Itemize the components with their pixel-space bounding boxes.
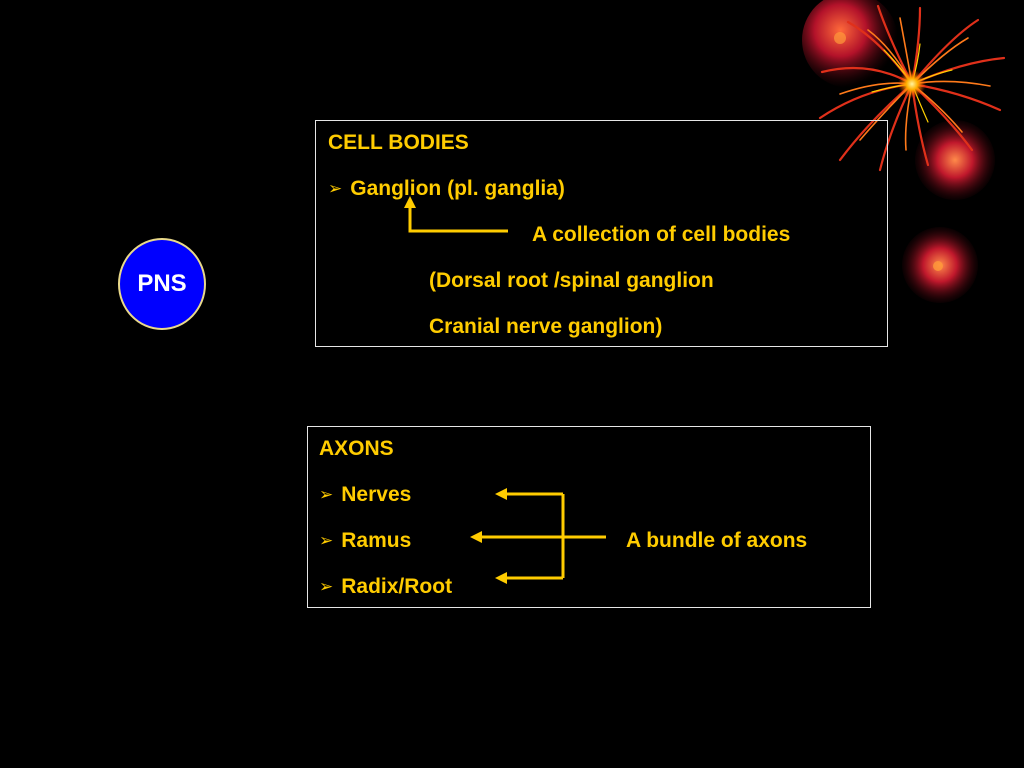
cell-bodies-box: CELL BODIES ➢ Ganglion (pl. ganglia) A co… bbox=[315, 120, 888, 347]
axons-heading: AXONS bbox=[319, 437, 394, 460]
ganglion-example-line1: (Dorsal root /spinal ganglion bbox=[429, 269, 714, 292]
axons-item-label: Ramus bbox=[341, 529, 412, 552]
cell-bodies-heading: CELL BODIES bbox=[328, 131, 469, 154]
axons-definition: A bundle of axons bbox=[626, 529, 808, 552]
ganglion-item: ➢ Ganglion (pl. ganglia) bbox=[328, 178, 565, 199]
ganglion-label: Ganglion (pl. ganglia) bbox=[350, 177, 565, 200]
pns-label: PNS bbox=[137, 270, 187, 297]
axons-item-radix: ➢ Radix/Root bbox=[319, 576, 452, 597]
axons-item-nerves: ➢ Nerves bbox=[319, 484, 411, 505]
axons-item-ramus: ➢ Ramus bbox=[319, 530, 411, 551]
cell-bodies-definition: A collection of cell bodies bbox=[532, 223, 791, 246]
axons-item-label: Radix/Root bbox=[341, 575, 453, 598]
axons-box: AXONS ➢ Nerves ➢ Ramus ➢ Radix/Root A bundl… bbox=[307, 426, 871, 608]
arrow-bullet-icon: ➢ bbox=[319, 577, 334, 596]
arrow-bullet-icon: ➢ bbox=[319, 485, 334, 504]
axons-item-label: Nerves bbox=[341, 483, 412, 506]
arrow-bullet-icon: ➢ bbox=[319, 531, 334, 550]
pns-circle: PNS bbox=[118, 238, 206, 330]
ganglion-example-line2: Cranial nerve ganglion) bbox=[429, 315, 663, 338]
arrow-bullet-icon: ➢ bbox=[328, 179, 343, 198]
